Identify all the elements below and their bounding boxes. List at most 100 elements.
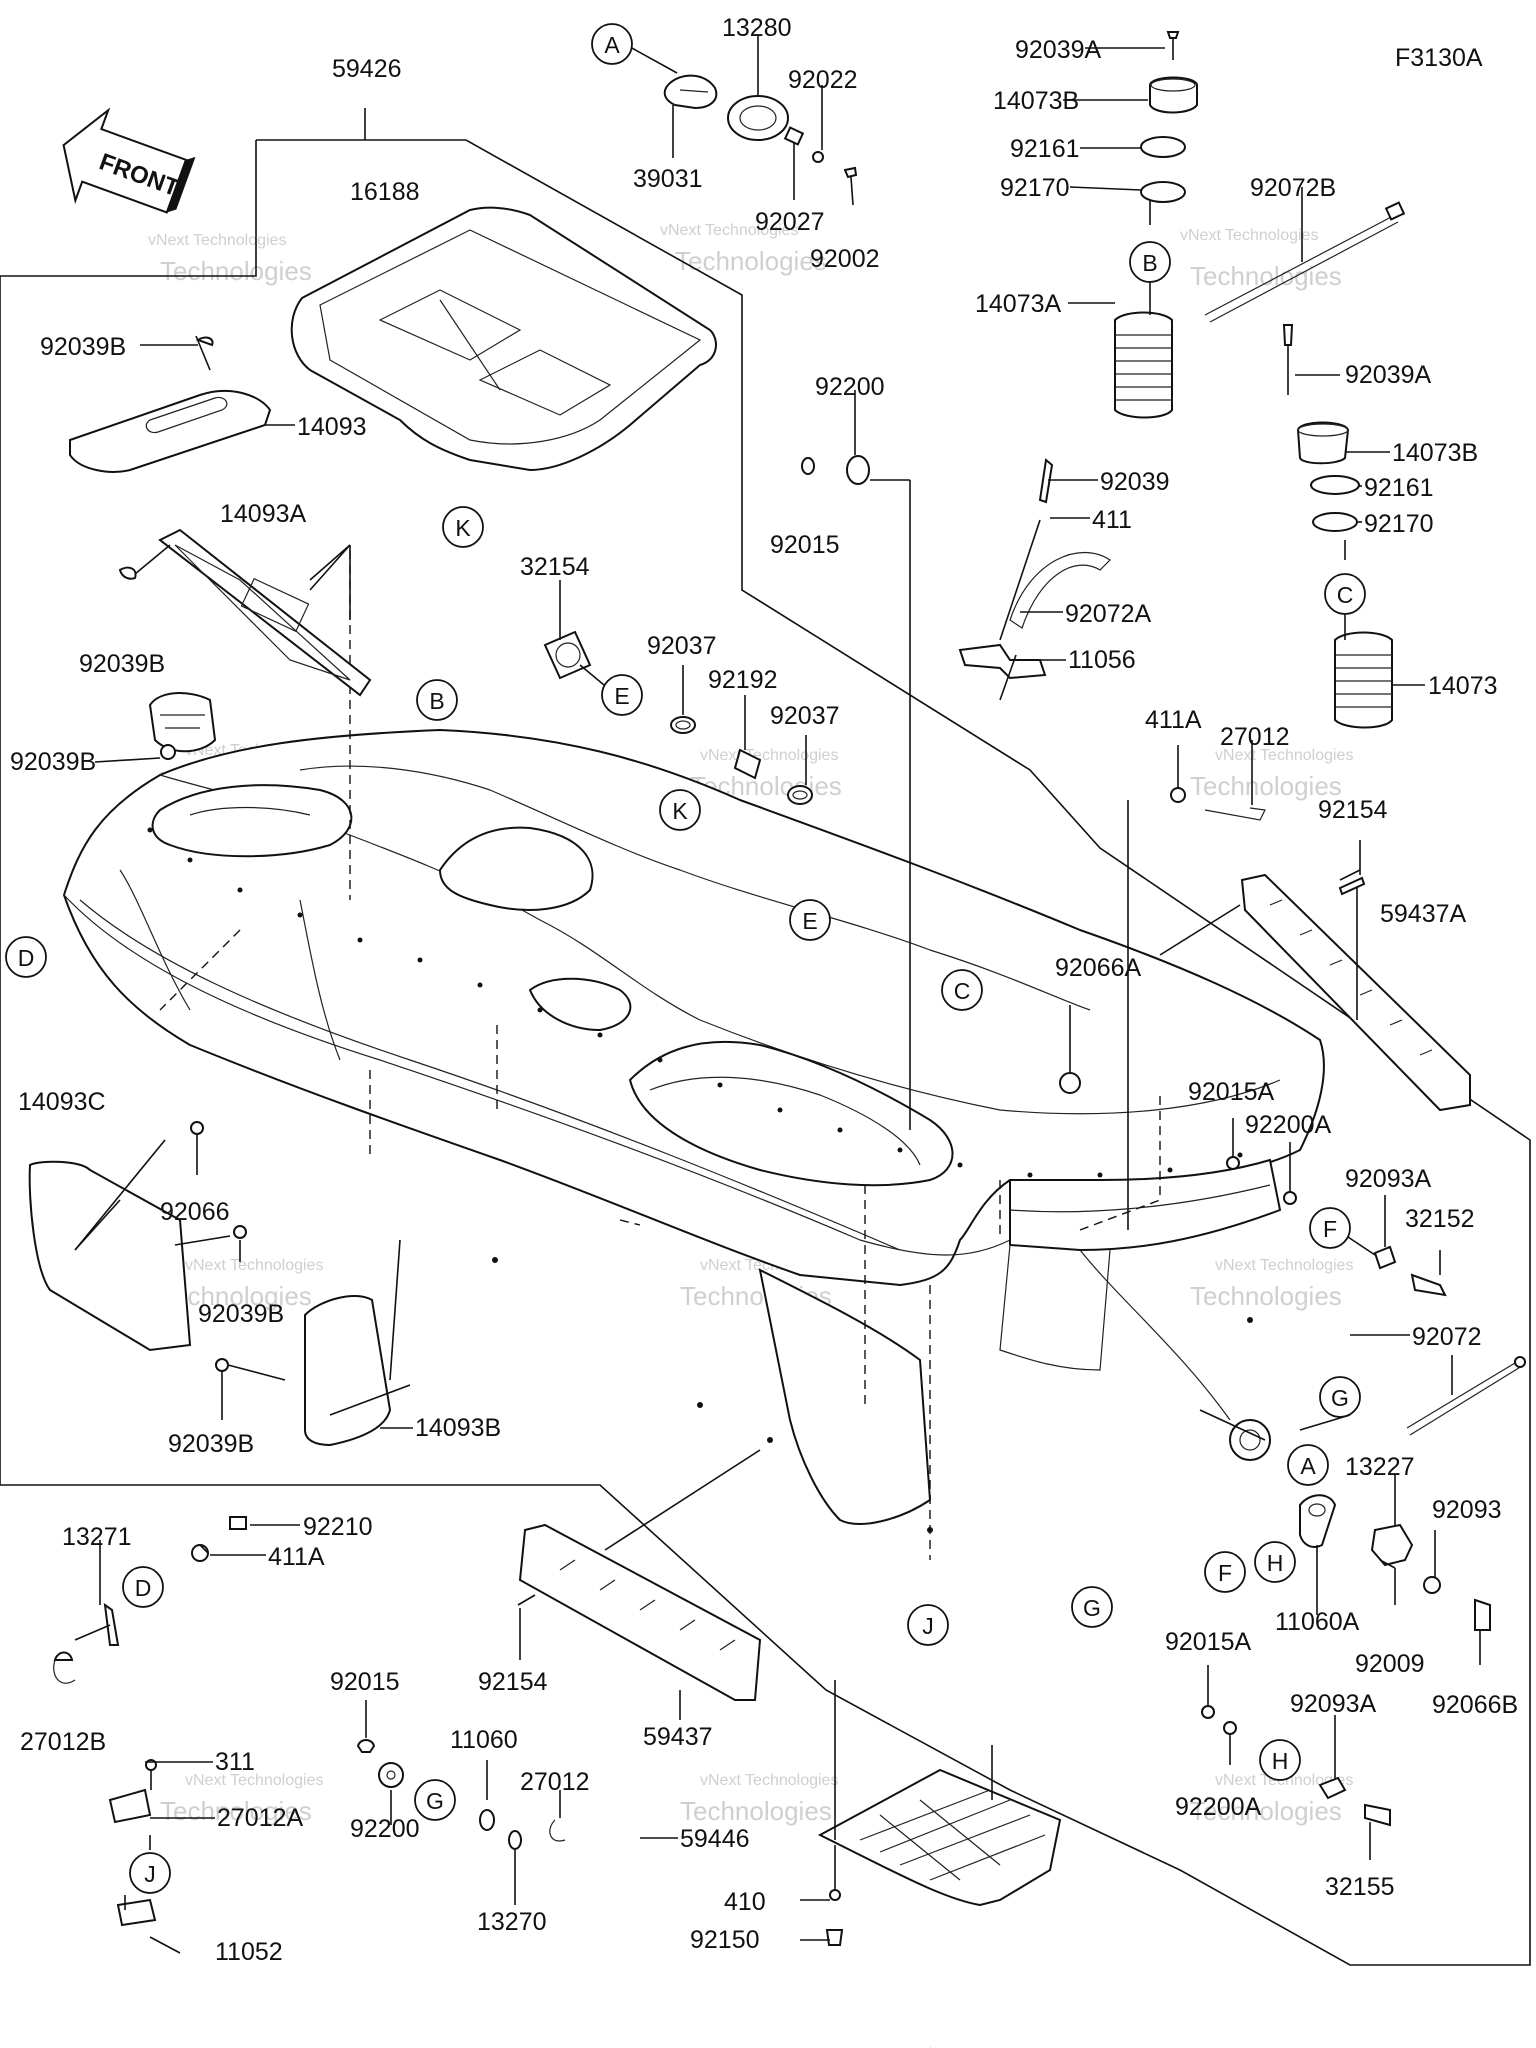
label-92027: 92027 <box>755 208 825 236</box>
label-92066A: 92066A <box>1055 954 1142 982</box>
tube-92072B <box>1204 187 1406 323</box>
part-labels: 59426 16188 13280 92022 39031 92027 9200… <box>10 14 1518 1966</box>
svg-text:vNext Technologies: vNext Technologies <box>1215 1257 1353 1274</box>
label-14093B: 14093B <box>415 1414 501 1442</box>
label-92200: 92200 <box>815 373 885 401</box>
callout-a: A <box>591 23 633 65</box>
label-11056: 11056 <box>1068 646 1136 674</box>
label-311: 311 <box>215 1748 255 1776</box>
svg-text:C: C <box>1337 582 1354 608</box>
callout-c: C <box>1324 573 1366 615</box>
label-14073A: 14073A <box>975 290 1062 318</box>
label-27012B: 27012B <box>20 1728 106 1756</box>
drain-fittings-right <box>1226 1118 1447 1297</box>
svg-text:vNext Technologies: vNext Technologies <box>185 1772 323 1789</box>
svg-text:C: C <box>954 978 971 1004</box>
panel-14093B <box>304 1239 411 1447</box>
label-92002: 92002 <box>810 245 880 273</box>
label-92210: 92210 <box>303 1513 373 1541</box>
label-92039: 92039 <box>1100 468 1170 496</box>
svg-text:E: E <box>614 683 629 709</box>
label-13227: 13227 <box>1345 1453 1415 1481</box>
label-59446: 59446 <box>680 1825 750 1853</box>
label-14093C: 14093C <box>18 1088 106 1116</box>
screw-92039B <box>118 566 137 580</box>
label-32154: 32154 <box>520 553 590 581</box>
svg-text:D: D <box>18 945 35 971</box>
callout-g: G <box>414 1779 456 1821</box>
fill-neck-assembly-C <box>1282 324 1393 729</box>
callout-c: C <box>941 969 983 1011</box>
jet-nozzle-housing <box>1229 1419 1271 1461</box>
svg-text:K: K <box>455 515 471 541</box>
label-92093A-2: 92093A <box>1290 1690 1377 1718</box>
label-92039B-5: 92039B <box>168 1430 254 1458</box>
label-92150: 92150 <box>690 1926 760 1954</box>
label-92170: 92170 <box>1000 174 1070 202</box>
label-92015-2: 92015 <box>330 1668 400 1696</box>
callout-f: F <box>1309 1207 1351 1249</box>
svg-text:F: F <box>1323 1216 1337 1242</box>
svg-text:H: H <box>1272 1748 1289 1774</box>
label-92015A-2: 92015A <box>1165 1628 1252 1656</box>
fill-neck-assembly-B <box>1114 31 1198 419</box>
drain-fittings-H <box>1201 1665 1391 1860</box>
clip-27012-411A <box>1127 740 1266 1230</box>
svg-text:J: J <box>144 1861 156 1887</box>
svg-text:vNext Technologies: vNext Technologies <box>1180 227 1318 244</box>
label-92200A-2: 92200A <box>1175 1793 1262 1821</box>
bottom-left-small-parts <box>53 1516 566 1954</box>
label-92161: 92161 <box>1010 135 1080 163</box>
label-59437: 59437 <box>643 1723 713 1751</box>
label-92072A: 92072A <box>1065 600 1152 628</box>
dashed-guide-lines <box>159 312 1161 1560</box>
front-storage-opening <box>151 784 353 858</box>
svg-text:Technologies: Technologies <box>160 1796 312 1826</box>
diagram-id: F3130A <box>1395 44 1483 72</box>
svg-text:Technologies: Technologies <box>160 256 312 286</box>
label-92154-2: 92154 <box>478 1668 548 1696</box>
svg-text:vNext Technologies: vNext Technologies <box>700 1772 838 1789</box>
label-92039A-2: 92039A <box>1345 361 1432 389</box>
label-411A: 411A <box>1145 706 1202 734</box>
callout-d: D <box>5 936 47 978</box>
bracket-32154 <box>543 580 611 691</box>
svg-text:E: E <box>802 908 817 934</box>
label-411A-2: 411A <box>268 1543 325 1571</box>
svg-text:K: K <box>672 798 688 824</box>
label-92154: 92154 <box>1318 796 1388 824</box>
svg-text:A: A <box>1300 1453 1316 1479</box>
label-14093: 14093 <box>297 413 367 441</box>
svg-text:D: D <box>135 1575 152 1601</box>
svg-text:G: G <box>426 1788 444 1814</box>
label-92072: 92072 <box>1412 1323 1482 1351</box>
svg-text:vNext Technologies: vNext Technologies <box>660 222 798 239</box>
svg-text:Technologies: Technologies <box>1190 771 1342 801</box>
stern-transom <box>1009 1158 1282 1252</box>
label-92009: 92009 <box>1355 1650 1425 1678</box>
svg-text:H: H <box>1267 1550 1284 1576</box>
callout-j: J <box>907 1604 949 1646</box>
assembly-frame-lines <box>0 108 1531 1966</box>
svg-text:G: G <box>1083 1595 1101 1621</box>
label-27012A: 27012A <box>217 1804 304 1832</box>
svg-text:G: G <box>1331 1385 1349 1411</box>
svg-text:vNext Technologies: vNext Technologies <box>148 232 286 249</box>
label-410: 410 <box>724 1888 766 1916</box>
step-59437A <box>1159 840 1471 1112</box>
callout-b: B <box>416 679 458 721</box>
callout-g: G <box>1071 1586 1113 1628</box>
svg-text:B: B <box>1142 250 1157 276</box>
label-92072B: 92072B <box>1250 174 1336 202</box>
storage-lid-opening <box>528 977 632 1032</box>
label-11060: 11060 <box>450 1726 518 1754</box>
